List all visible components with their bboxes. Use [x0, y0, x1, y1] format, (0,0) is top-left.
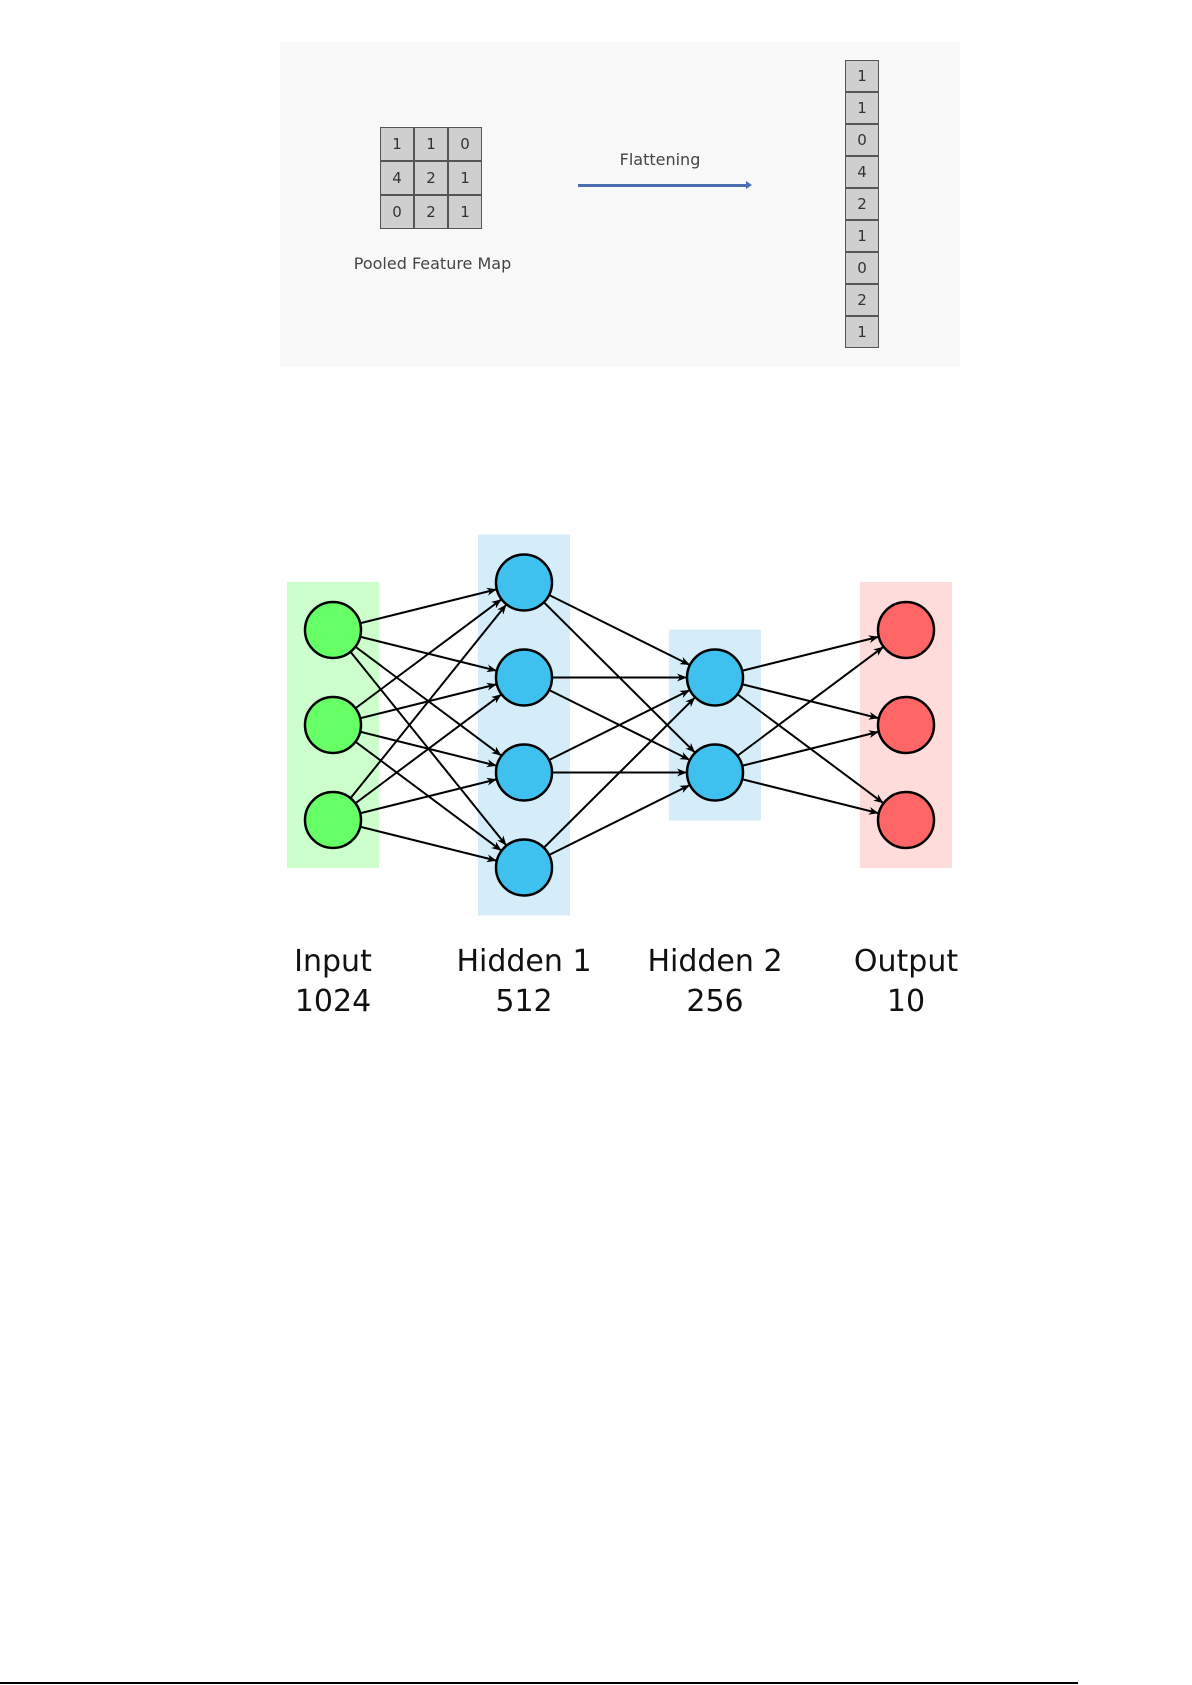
pooled-cell: 2 [414, 161, 448, 195]
pooled-cell: 1 [448, 195, 482, 229]
layer-size-label: 256 [686, 984, 744, 1019]
connection-edge [741, 730, 879, 767]
connection-edge [349, 604, 507, 799]
layer-size-label: 10 [886, 984, 926, 1019]
neuron [303, 600, 363, 660]
connection-edge [359, 825, 497, 863]
flattened-cell: 0 [845, 124, 879, 156]
neuron [876, 695, 936, 755]
connection-edge [354, 599, 502, 710]
layer-size-label: 1024 [294, 984, 372, 1019]
connection-edge [359, 587, 497, 625]
neuron [303, 790, 363, 850]
neuron [494, 553, 554, 612]
neuron [494, 648, 554, 707]
flattened-cell: 2 [845, 188, 879, 220]
neuron [303, 695, 363, 755]
pooled-cell: 0 [380, 195, 414, 229]
flattened-cell: 1 [845, 220, 879, 252]
connection-edge [543, 697, 696, 849]
neuron [876, 600, 936, 660]
neuron [685, 648, 745, 707]
connection-edge [548, 594, 690, 666]
connection-edge [741, 635, 879, 672]
connection-edge [548, 689, 690, 761]
neuron [685, 743, 745, 802]
pooled-cell: 0 [448, 127, 482, 161]
neuron [494, 838, 554, 897]
pooled-cell: 1 [448, 161, 482, 195]
pooled-cell: 2 [414, 195, 448, 229]
neural-network-diagram [287, 534, 952, 916]
pooled-cell: 1 [414, 127, 448, 161]
neuron [876, 790, 936, 850]
pooled-feature-map-label: Pooled Feature Map [353, 254, 512, 273]
layer-name-label: Output [853, 944, 959, 979]
pooled-cell: 4 [380, 161, 414, 195]
neuron [494, 743, 554, 802]
connection-edge [736, 646, 884, 757]
flattened-cell: 1 [845, 92, 879, 124]
connection-edge [741, 778, 879, 815]
layer-name-label: Hidden 1 [456, 944, 592, 979]
connection-edge [359, 777, 497, 815]
flattened-cell: 1 [845, 316, 879, 348]
footer-rule [0, 1682, 1078, 1684]
pooled-cell: 1 [380, 127, 414, 161]
layer-name-label: Input [294, 944, 372, 979]
layer-size-label: 512 [495, 984, 553, 1019]
layer-name-label: Hidden 2 [647, 944, 783, 979]
connection-edge [354, 694, 502, 805]
connection-edge [548, 784, 690, 856]
flattening-arrow [578, 181, 752, 189]
flattened-cell: 1 [845, 60, 879, 92]
flattened-cell: 4 [845, 156, 879, 188]
flattened-cell: 0 [845, 252, 879, 284]
flattened-cell: 2 [845, 284, 879, 316]
flattening-label: Flattening [619, 150, 701, 169]
